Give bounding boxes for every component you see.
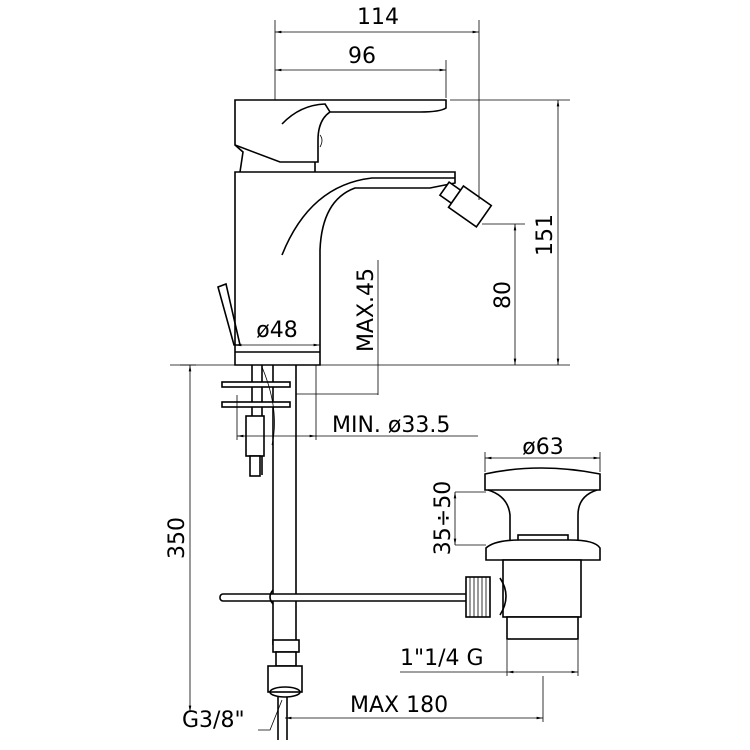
dim-supply-thread: G3/8"	[182, 708, 245, 733]
dim-total-height: 151	[533, 214, 558, 256]
dim-base-diameter: ø48	[256, 318, 297, 343]
dim-max-deck: MAX.45	[354, 268, 379, 352]
dim-waste-range: 35÷50	[431, 481, 456, 555]
dim-min-hole: MIN. ø33.5	[332, 413, 450, 438]
dim-hose-length: 350	[165, 517, 190, 559]
dim-handle-reach: 96	[348, 44, 376, 69]
dim-spout-height: 80	[491, 281, 516, 309]
dim-max-rod: MAX 180	[350, 693, 448, 718]
supply-connector	[267, 639, 303, 740]
dim-waste-thread: 1"1/4 G	[400, 646, 484, 671]
faucet	[217, 99, 493, 366]
pull-rod	[219, 593, 469, 602]
spray-nozzle	[438, 180, 493, 228]
dim-waste-cap: ø63	[522, 435, 563, 460]
pop-up-waste	[465, 467, 601, 640]
dimension-lines	[170, 20, 601, 731]
knurled-nut	[469, 577, 487, 617]
lever-handle	[234, 99, 447, 163]
dim-total-reach: 114	[357, 5, 399, 30]
